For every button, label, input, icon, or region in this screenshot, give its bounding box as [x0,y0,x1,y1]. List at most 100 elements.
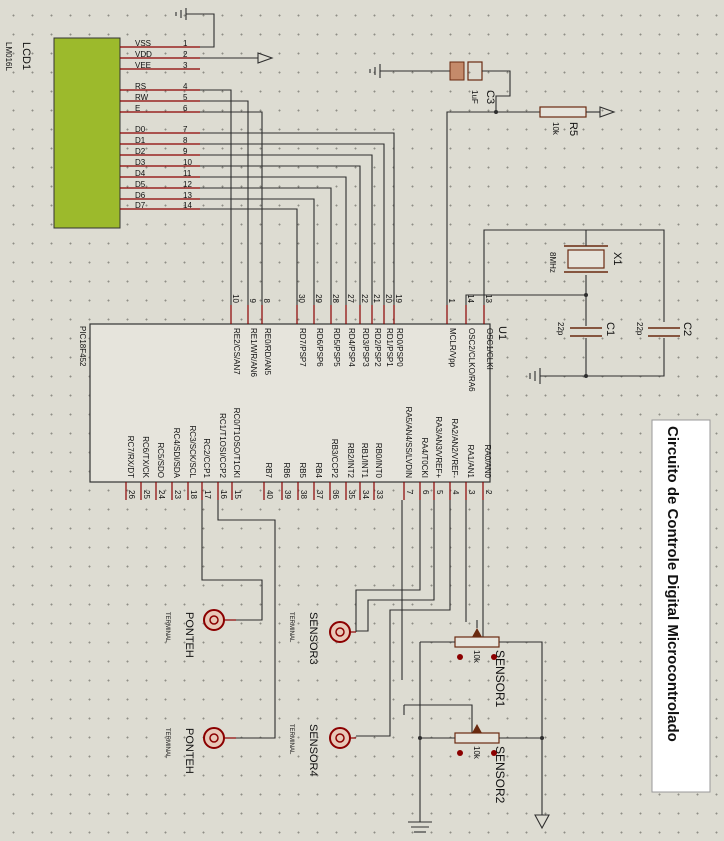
c2-ref: C2 [681,322,693,336]
lcd-pin-name: D6 [135,191,146,200]
c3-plate-icon [449,61,465,81]
terminal-ponteh-2[interactable]: PONTEH TERMINAL [164,727,236,774]
mcu-bottom-pin-name: RC2/CCP1 [202,438,211,478]
lcd-pin-number: 13 [183,191,192,200]
terminal-sensor3-ref: SENSOR3 [307,612,319,665]
mcu-top-pin-name: MCLR/Vpp [448,328,457,368]
mcu-bottom-pin-name: RA4/T0CKI [420,438,429,478]
mcu-bottom-pin-number: 36 [331,490,340,499]
sensor1-ref: SENSOR1 [493,650,507,708]
mcu-bottom-pin-name: RA0/AN0 [483,445,492,479]
lcd-pin-number: 5 [183,93,188,102]
lcd-pin-name: D3 [135,158,146,167]
terminal-sensor4-type: TERMINAL [288,724,294,755]
sensor2-value: 10k [472,746,481,760]
mcu-bottom-pin-name: RC7/RX/DT [126,436,135,478]
mcu-top-pin-number: 30 [297,294,306,303]
mcu-top-pin-number: 9 [248,299,257,304]
mcu-top-pin-number: 28 [331,294,340,303]
mcu-bottom-pin-name: RB6 [282,462,291,478]
sensor2-pot[interactable]: SENSOR2 10k [448,724,510,804]
lcd-pin-name: D1 [135,136,146,145]
lcd-pin-number: 7 [183,125,188,134]
x1-ref: X1 [611,252,623,265]
lcd-model: LM016L [4,42,13,71]
lcd-pin-number: 9 [183,147,188,156]
terminal-sensor4-ref: SENSOR4 [307,724,319,777]
mcu-top-pin-number: 14 [466,294,475,303]
mcu-bottom-pin-number: 37 [315,490,324,499]
mcu-bottom-pin-number: 34 [361,490,370,499]
mcu-top-pins: 10RE2/CS/AN79RE1/WR/AN68RE0/RD/AN530RD7/… [230,294,494,392]
terminal-ponteh-1-ref: PONTEH [183,612,195,658]
mcu-bottom-pin-name: RB0/INT0 [374,443,383,479]
c1-ref: C1 [604,322,616,336]
lcd-bus-wires [200,89,395,305]
mcu-bottom-pin-number: 17 [203,490,212,499]
lcd-pin-number: 10 [183,158,192,167]
lcd-pin-name: D0 [135,125,146,134]
mcu-top-pin-number: 21 [372,294,381,303]
pic-microcontroller[interactable]: U1 PIC18F452 10RE2/CS/AN79RE1/WR/AN68RE0… [78,294,508,500]
mcu-top-pin-number: 1 [447,299,456,304]
reset-network: C3 1uF R5 10k [369,61,616,305]
mcu-bottom-pin-number: 16 [219,490,228,499]
mcu-bottom-pin-name: RB1/INT1 [360,443,369,479]
mcu-bottom-pin-name: RB2/INT2 [346,443,355,479]
lcd-pin-number: 11 [183,169,192,178]
mcu-bottom-pin-number: 35 [347,490,356,499]
r5-body [539,106,587,118]
r5-ref: R5 [567,122,579,136]
mcu-top-pin-name: OSC1/CLKI [485,328,494,370]
c1-value: 22p [556,322,565,336]
mcu-bottom-pin-number: 18 [189,490,198,499]
mcu-ref: U1 [496,326,508,340]
sensor1-value: 10k [472,650,481,664]
lcd-pin-name: D7 [135,201,146,210]
lcd-pin-name: E [135,104,140,113]
terminal-ponteh-1[interactable]: PONTEH TERMINAL [164,609,236,658]
terminal-sensor3[interactable]: SENSOR3 TERMINAL [288,612,356,665]
mcu-bottom-pin-name: RB4 [314,462,323,478]
crystal-x1 [567,249,605,269]
x1-value: 8MHz [548,252,557,273]
mcu-bottom-pin-number: 26 [127,490,136,499]
mcu-top-pin-number: 22 [360,294,369,303]
mcu-top-pin-number: 20 [384,294,393,303]
mcu-top-pin-name: RD3/PSP3 [361,328,370,367]
mcu-bottom-pin-name: RA1/AN1 [466,445,475,479]
lcd-pin-number: 14 [183,201,192,210]
lcd-pin-name: VDD [135,50,152,59]
lcd-pin-number: 3 [183,61,188,70]
mcu-bottom-pin-number: 40 [265,490,274,499]
mcu-bottom-pin-number: 23 [173,490,182,499]
terminal-ponteh-2-ref: PONTEH [183,728,195,774]
lcd-pin-name: D4 [135,169,146,178]
mcu-bottom-pins: 26RC7/RX/DT25RC6/TX/CK24RC5/SDO23RC4/SDI… [125,407,493,500]
mcu-bottom-pin-number: 25 [142,490,151,499]
mcu-top-pin-number: 8 [262,299,271,304]
mcu-top-pin-number: 10 [231,294,240,303]
sensor1-pot[interactable]: SENSOR1 10k [448,620,510,708]
terminal-sensor4[interactable]: SENSOR4 TERMINAL [288,724,356,777]
mcu-bottom-pin-name: RC6/TX/CK [141,436,150,478]
sensor2-ref: SENSOR2 [493,746,507,804]
schematic-title: Circuito de Controle Digital Microcontro… [664,426,681,742]
mcu-bottom-pin-name: RC1/T1OSI/CCP2 [218,413,227,478]
mcu-bottom-pin-name: RA5/AN4/SS/LVDIN [404,407,413,479]
mcu-top-pin-name: RE1/WR/AN6 [249,328,258,377]
lcd-pin-name: D2 [135,147,146,156]
mcu-bottom-pin-number: 7 [405,490,414,495]
lcd-pin-number: 4 [183,82,188,91]
c3-ref: C3 [484,90,496,104]
lcd-pin-name: RW [135,93,149,102]
mcu-bottom-pin-name: RA3/AN3/VREF+ [434,416,443,478]
c3-value: 1uF [470,90,479,104]
mcu-bottom-pin-number: 24 [157,490,166,499]
mcu-top-pin-name: RE2/CS/AN7 [232,328,241,375]
mcu-bottom-pin-number: 33 [375,490,384,499]
lcd-pin-number: 2 [183,50,188,59]
